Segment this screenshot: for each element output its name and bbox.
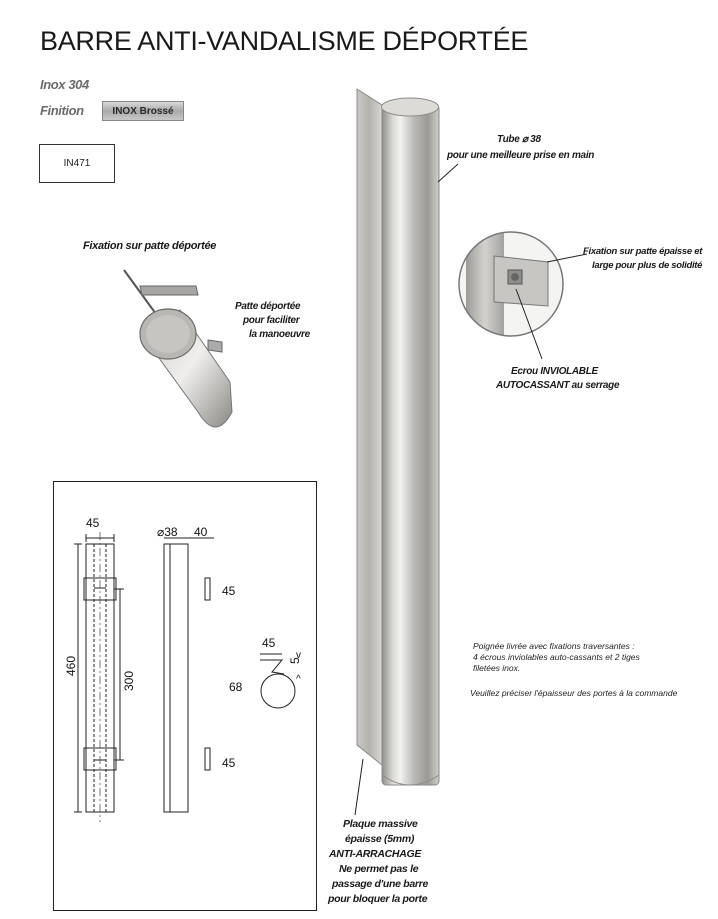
plaque-caption-line4: Ne permet pas le xyxy=(339,863,419,875)
technical-drawing-frame xyxy=(53,481,317,911)
delivery-note-line3: filetées inox. xyxy=(473,663,521,673)
plaque-caption-line1: Plaque massive xyxy=(343,818,418,830)
reference-box: IN471 xyxy=(39,144,115,183)
tube-shape xyxy=(381,104,440,786)
dim-plate-mark-2: ^ xyxy=(296,674,301,685)
tube-caption-line1: Tube ⌀ 38 xyxy=(497,134,541,145)
plaque-leader-line xyxy=(354,758,364,816)
dim-diameter: ⌀38 xyxy=(157,525,178,539)
page-title: BARRE ANTI-VANDALISME DÉPORTÉE xyxy=(40,26,529,56)
dim-total-height: 460 xyxy=(64,655,78,676)
dim-center-distance: 300 xyxy=(122,670,136,691)
dim-fix-bottom: 45 xyxy=(222,756,236,770)
ecrou-caption-line2: AUTOCASSANT au serrage xyxy=(496,380,620,391)
fixation-perspective-image xyxy=(123,269,233,428)
delivery-note-line2: 4 écrous inviolables auto-cassants et 2 … xyxy=(473,652,640,662)
main-bar-image xyxy=(356,88,440,786)
plaque-caption-line5: passage d'une barre xyxy=(332,878,429,890)
reference-code: IN471 xyxy=(63,158,91,169)
delivery-note-line1: Poignée livrée avec fixations traversant… xyxy=(473,641,635,651)
fixation-title: Fixation sur patte déportée xyxy=(83,240,217,252)
fixation-detail-image xyxy=(458,231,564,337)
tube-leader-line xyxy=(437,163,459,183)
material-label: Inox 304 xyxy=(40,77,89,92)
dim-plate-mark: v xyxy=(296,650,301,661)
patte-caption-line1: Patte déportée xyxy=(235,301,301,312)
detail-leader-line xyxy=(546,253,588,263)
fixation-detail-line1: Fixation sur patte épaisse et xyxy=(583,246,703,257)
plaque-caption-line3: ANTI-ARRACHAGE xyxy=(329,848,422,860)
plate-shape xyxy=(356,88,383,767)
tube-caption-line2: pour une meilleure prise en main xyxy=(447,150,595,161)
finish-badge: INOX Brossé xyxy=(102,101,184,121)
patte-caption-line2: pour faciliter xyxy=(243,315,300,326)
dim-width-front: 45 xyxy=(86,516,100,530)
patte-caption-line3: la manoeuvre xyxy=(249,329,310,340)
plaque-caption-line2: épaisse (5mm) xyxy=(345,833,415,845)
technical-drawing xyxy=(74,532,296,822)
dim-depth: 40 xyxy=(194,525,208,539)
dim-section-height: 68 xyxy=(229,680,243,694)
plaque-caption-line6: pour bloquer la porte xyxy=(328,893,428,905)
order-note: Veuillez préciser l'épaisseur des portes… xyxy=(470,688,678,698)
finish-label: Finition xyxy=(40,103,84,118)
ecrou-leader-line xyxy=(515,288,543,360)
dim-section-width: 45 xyxy=(262,636,276,650)
dim-fix-top: 45 xyxy=(222,584,236,598)
fixation-detail-line2: large pour plus de solidité xyxy=(592,260,703,271)
ecrou-caption-line1: Ecrou INVIOLABLE xyxy=(511,366,598,377)
